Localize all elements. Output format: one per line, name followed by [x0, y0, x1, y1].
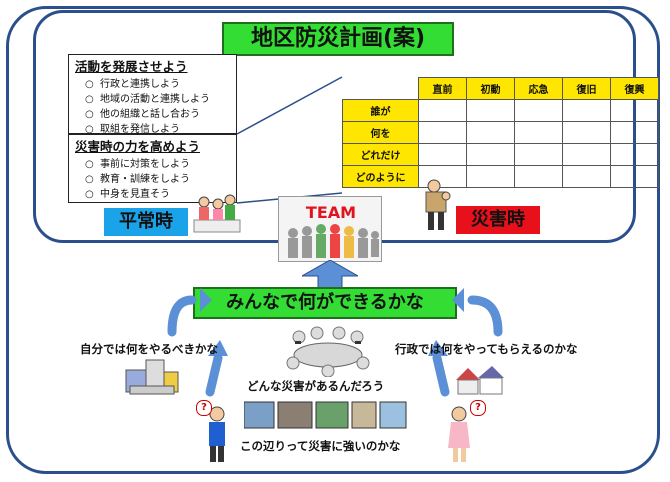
- rescuer-illustration: [425, 179, 451, 230]
- table-row-header: どれだけ: [342, 143, 419, 166]
- table-row-header: 誰が: [342, 99, 419, 122]
- list-item: ○取組を発信しよう: [85, 124, 180, 135]
- list-item: ○行政と連携しよう: [85, 79, 180, 90]
- question-mark-icon: ?: [470, 400, 486, 416]
- center-banner: みんなで何ができるかな: [193, 287, 457, 319]
- family-illustration: [193, 194, 241, 233]
- supplies-illustration: [125, 359, 179, 395]
- table-column-header: 初動: [466, 77, 515, 100]
- activity-heading: 活動を発展させよう: [75, 59, 188, 74]
- bottom-question: この辺りって災害に強いのかな: [240, 439, 401, 453]
- left-question: 自分では何をやるべきかな: [80, 342, 218, 356]
- list-item: ○教育・訓練をしよう: [85, 174, 190, 185]
- normal-time-label: 平常時: [104, 208, 188, 236]
- disaster-strength-box: 災害時の力を高めよう ○事前に対策をしよう ○教育・訓練をしよう ○中身を見直そ…: [68, 134, 237, 203]
- table-row-header: どのように: [342, 165, 419, 188]
- right-question: 行政では何をやってもらえるのかな: [395, 342, 578, 356]
- table-column-header: 復旧: [562, 77, 611, 100]
- list-item: ○中身を見直そう: [85, 189, 170, 200]
- list-item: ○地域の活動と連携しよう: [85, 94, 210, 105]
- disaster-strength-heading: 災害時の力を高めよう: [75, 139, 201, 154]
- disaster-photos: [244, 401, 407, 429]
- outer-frame: [6, 6, 660, 474]
- activity-box: 活動を発展させよう ○行政と連携しよう ○地域の活動と連携しよう ○他の組織と話…: [68, 54, 237, 135]
- list-item: ○他の組織と話し合おう: [85, 109, 200, 120]
- up-arrow-icon: [302, 260, 358, 290]
- middle-question: どんな災害があるんだろう: [247, 379, 385, 393]
- page-title: 地区防災計画(案): [222, 22, 454, 56]
- list-item: ○事前に対策をしよう: [85, 159, 190, 170]
- team-image: TEAM: [278, 196, 382, 262]
- question-mark-icon: ?: [196, 400, 212, 416]
- plan-table: 直前 初動 応急 復旧 復興 誰が 何を どれだけ どのように: [342, 77, 659, 188]
- houses-illustration: [456, 366, 504, 395]
- meeting-illustration: [286, 326, 370, 377]
- woman-illustration: [448, 406, 470, 462]
- team-label: TEAM: [305, 203, 357, 222]
- disaster-time-label: 災害時: [456, 206, 540, 234]
- table-column-header: 応急: [514, 77, 563, 100]
- table-row-header: 何を: [342, 121, 419, 144]
- man-illustration: [209, 406, 225, 462]
- table-column-header: 復興: [610, 77, 659, 100]
